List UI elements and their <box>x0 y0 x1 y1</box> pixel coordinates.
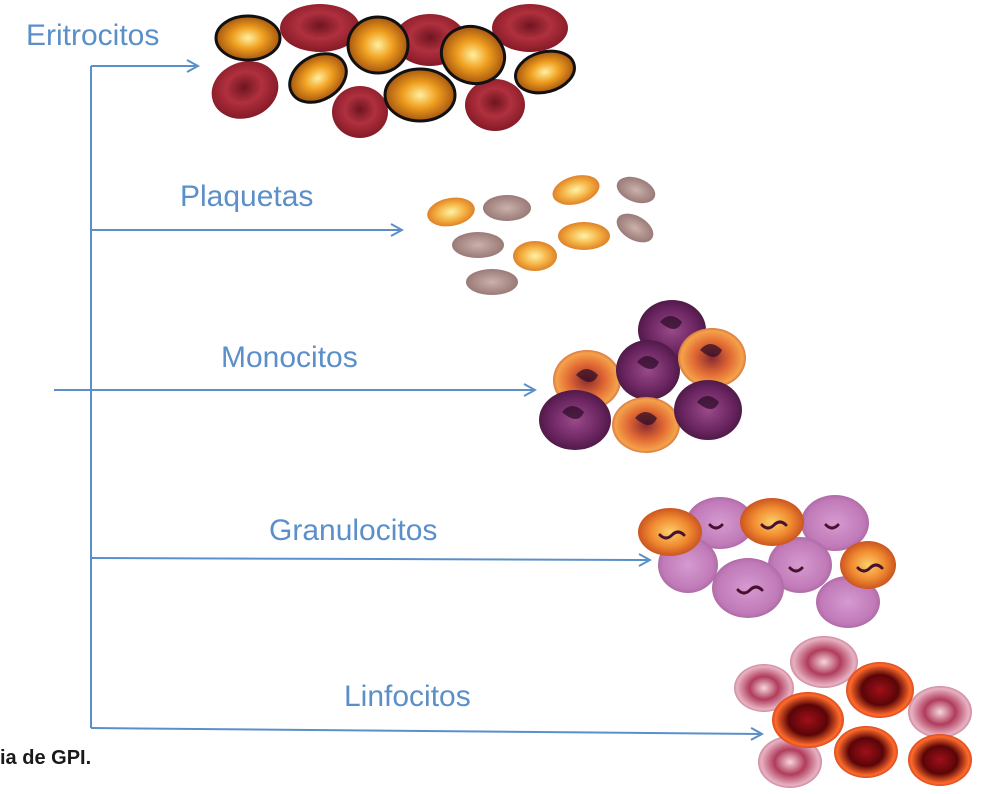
label-granulocitos: Granulocitos <box>269 516 437 546</box>
arrow-granulocitos <box>91 558 650 560</box>
label-linfocitos: Linfocitos <box>344 682 471 712</box>
granulocyte-cluster-icon <box>638 495 896 628</box>
monocyte-cluster-icon <box>539 300 746 453</box>
figure-caption: ia de GPI. <box>0 747 91 770</box>
label-monocitos: Monocitos <box>221 343 358 373</box>
label-plaquetas: Plaquetas <box>180 182 313 212</box>
arrow-linfocitos <box>91 728 762 734</box>
erythrocyte-cluster-icon <box>203 4 579 138</box>
platelet-cluster-icon <box>425 170 659 295</box>
lymphocyte-cluster-icon <box>734 636 972 788</box>
label-eritrocitos: Eritrocitos <box>26 21 159 51</box>
